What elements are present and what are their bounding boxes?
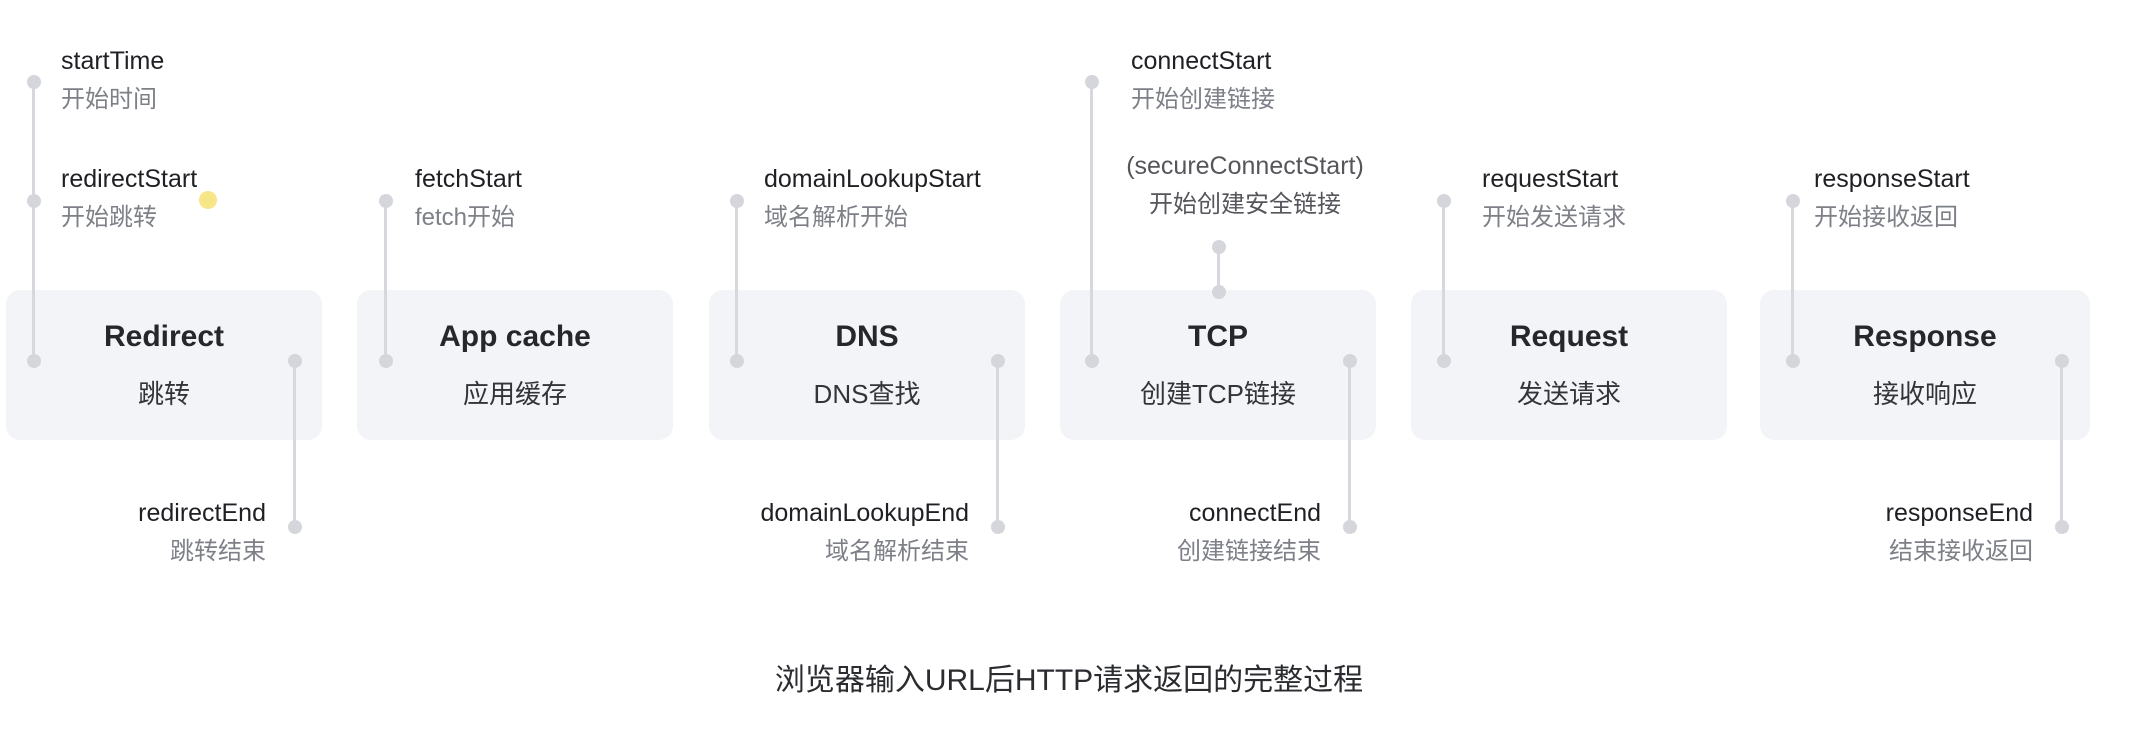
fetch-start-box-dot	[379, 354, 393, 368]
connect-start-box-dot	[1085, 354, 1099, 368]
stage-title: App cache	[439, 320, 591, 353]
request-start-box-dot	[1437, 354, 1451, 368]
redirect-start-box-dot	[27, 354, 41, 368]
domain-lookup-start-line	[735, 200, 738, 362]
secure-connect-start-label: (secureConnectStart)	[1126, 152, 1364, 180]
stage-dns: DNS DNS查找	[709, 290, 1025, 440]
redirect-end-label: redirectEnd	[138, 499, 266, 527]
domain-lookup-start-desc: 域名解析开始	[764, 204, 908, 231]
fetch-start-line	[384, 200, 387, 362]
response-start-line	[1791, 200, 1794, 362]
connect-start-line	[1090, 82, 1093, 362]
domain-lookup-end-line	[996, 360, 999, 528]
response-end-desc: 结束接收返回	[1889, 538, 2033, 565]
connect-start-desc: 开始创建链接	[1131, 86, 1275, 113]
secure-connect-start-desc: 开始创建安全链接	[1149, 191, 1341, 218]
stage-request: Request 发送请求	[1411, 290, 1727, 440]
stage-subtitle: DNS查找	[813, 379, 921, 409]
stage-response: Response 接收响应	[1760, 290, 2090, 440]
connect-end-dot	[1343, 520, 1357, 534]
response-end-line	[2060, 360, 2063, 528]
response-start-label: responseStart	[1814, 165, 1970, 193]
diagram-caption: 浏览器输入URL后HTTP请求返回的完整过程	[774, 664, 1364, 697]
request-start-desc: 开始发送请求	[1482, 204, 1626, 231]
secure-connect-dot	[1212, 240, 1226, 254]
stage-title: Request	[1509, 320, 1629, 353]
stage-tcp: TCP 创建TCP链接	[1060, 290, 1376, 440]
cursor-highlight	[199, 191, 217, 209]
response-start-box-dot	[1786, 354, 1800, 368]
connect-start-label: connectStart	[1131, 47, 1272, 75]
stage-app-cache: App cache 应用缓存	[357, 290, 673, 440]
response-start-desc: 开始接收返回	[1814, 204, 1958, 231]
connect-end-label: connectEnd	[1188, 499, 1321, 527]
stage-redirect: Redirect 跳转	[6, 290, 322, 440]
secure-connect-line	[1217, 247, 1220, 292]
domain-lookup-start-dot	[730, 194, 744, 208]
stage-title: Redirect	[103, 320, 225, 353]
start-time-desc: 开始时间	[61, 86, 157, 113]
request-start-dot	[1437, 194, 1451, 208]
stage-title: Response	[1853, 320, 1997, 353]
start-time-line	[32, 82, 35, 362]
domain-lookup-end-dot	[991, 520, 1005, 534]
stage-title: TCP	[1188, 320, 1248, 353]
response-end-top-dot	[2055, 354, 2069, 368]
connect-start-dot	[1085, 75, 1099, 89]
start-time-label: startTime	[61, 47, 165, 75]
secure-connect-box-dot	[1212, 285, 1226, 299]
redirect-start-dot	[27, 194, 41, 208]
stage-subtitle: 跳转	[137, 379, 190, 409]
fetch-start-desc: fetch开始	[415, 204, 516, 231]
connect-end-line	[1348, 360, 1351, 528]
redirect-end-dot	[288, 520, 302, 534]
redirect-end-desc: 跳转结束	[170, 538, 266, 565]
response-start-dot	[1786, 194, 1800, 208]
stage-title: DNS	[835, 320, 899, 353]
domain-lookup-end-label: domainLookupEnd	[760, 499, 970, 527]
stage-subtitle: 接收响应	[1872, 379, 1977, 409]
fetch-start-dot	[379, 194, 393, 208]
stage-subtitle: 创建TCP链接	[1139, 379, 1296, 409]
stage-subtitle: 发送请求	[1516, 379, 1621, 409]
redirect-start-label: redirectStart	[61, 165, 198, 193]
fetch-start-label: fetchStart	[415, 165, 522, 193]
connect-end-top-dot	[1343, 354, 1357, 368]
domain-lookup-end-desc: 域名解析结束	[825, 538, 969, 565]
request-start-line	[1442, 200, 1445, 362]
request-start-label: requestStart	[1482, 165, 1619, 193]
stage-subtitle: 应用缓存	[462, 379, 567, 409]
domain-lookup-start-box-dot	[730, 354, 744, 368]
connect-end-desc: 创建链接结束	[1177, 538, 1321, 565]
domain-lookup-start-label: domainLookupStart	[764, 165, 981, 193]
domain-lookup-end-top-dot	[991, 354, 1005, 368]
redirect-end-line	[293, 360, 296, 528]
response-end-dot	[2055, 520, 2069, 534]
response-end-label: responseEnd	[1885, 499, 2033, 527]
redirect-start-desc: 开始跳转	[61, 204, 157, 231]
redirect-end-top-dot	[288, 354, 302, 368]
start-time-dot	[27, 75, 41, 89]
